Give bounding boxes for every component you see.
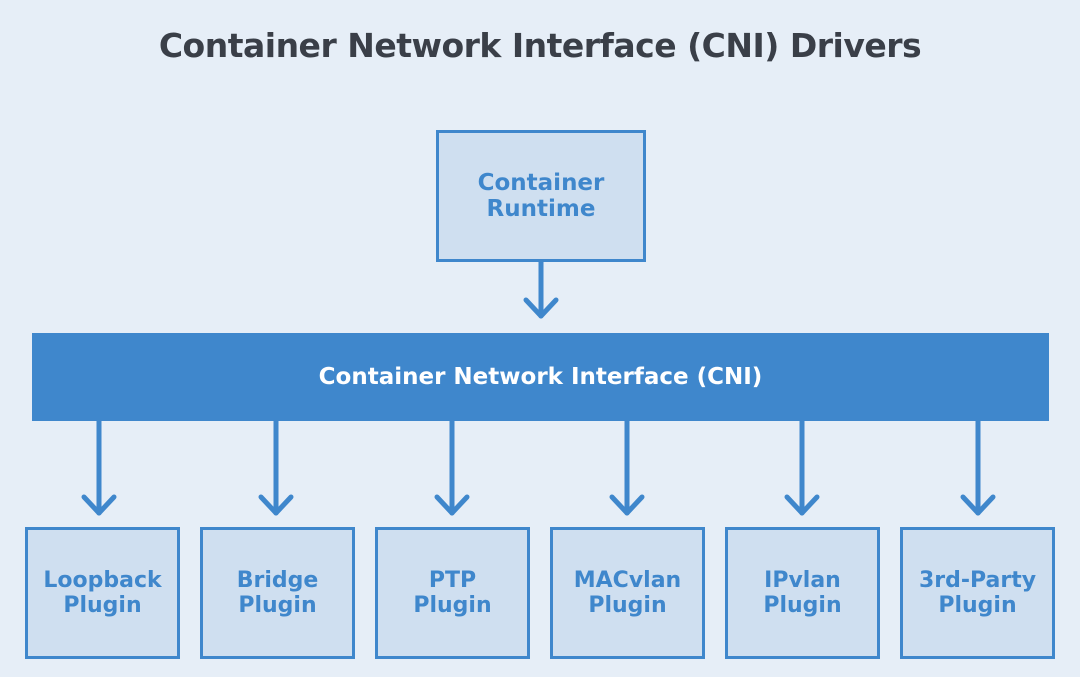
cni-bar-label: Container Network Interface (CNI) — [318, 364, 763, 390]
container-runtime-label: Container Runtime — [477, 169, 605, 222]
arrow-cni-to-ipvlan — [784, 418, 820, 516]
third-party-plugin-label: 3rd-Party Plugin — [918, 567, 1037, 618]
macvlan-plugin-box: MACvlan Plugin — [550, 527, 705, 659]
arrow-cni-to-loopback — [81, 418, 117, 516]
loopback-plugin-label: Loopback Plugin — [43, 567, 162, 618]
third-party-plugin-box: 3rd-Party Plugin — [900, 527, 1055, 659]
ipvlan-plugin-box: IPvlan Plugin — [725, 527, 880, 659]
bridge-plugin-box: Bridge Plugin — [200, 527, 355, 659]
arrow-cni-to-macvlan — [609, 418, 645, 516]
ptp-plugin-box: PTP Plugin — [375, 527, 530, 659]
arrow-cni-to-third-party — [960, 418, 996, 516]
loopback-plugin-box: Loopback Plugin — [25, 527, 180, 659]
cni-bar: Container Network Interface (CNI) — [32, 333, 1049, 421]
arrow-cni-to-ptp — [434, 418, 470, 516]
diagram-title: Container Network Interface (CNI) Driver… — [158, 26, 922, 65]
container-runtime-box: Container Runtime — [436, 130, 646, 262]
ptp-plugin-label: PTP Plugin — [413, 567, 492, 618]
arrow-runtime-to-cni — [523, 259, 559, 319]
bridge-plugin-label: Bridge Plugin — [236, 567, 319, 618]
macvlan-plugin-label: MACvlan Plugin — [573, 567, 682, 618]
ipvlan-plugin-label: IPvlan Plugin — [763, 567, 842, 618]
arrow-cni-to-bridge — [258, 418, 294, 516]
